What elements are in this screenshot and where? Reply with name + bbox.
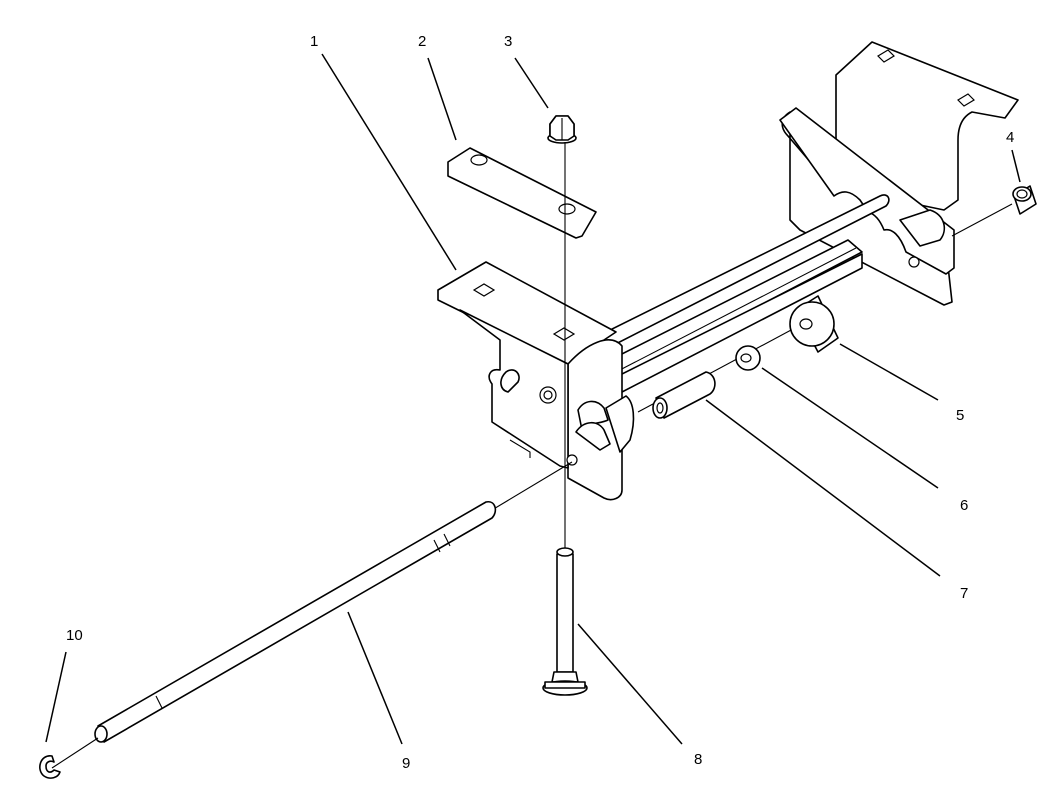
- flat-plate: [447, 147, 597, 239]
- leader-7: [705, 399, 941, 577]
- leader-8: [577, 623, 683, 745]
- spacer-tube: [652, 371, 716, 419]
- cross-shaft: [589, 194, 890, 393]
- long-rod: [51, 461, 573, 769]
- leader-lines: [45, 53, 1021, 745]
- callout-4: 4: [1006, 129, 1014, 146]
- callout-2: 2: [418, 33, 426, 50]
- e-clip: [39, 755, 61, 779]
- callout-5: 5: [956, 407, 964, 424]
- callout-10: 10: [66, 627, 83, 644]
- callout-6: 6: [960, 497, 968, 514]
- leader-1: [321, 53, 457, 271]
- callout-8: 8: [694, 751, 702, 768]
- leader-3: [514, 57, 549, 109]
- washer: [735, 345, 761, 371]
- callout-1: 1: [310, 33, 318, 50]
- leader-5: [839, 343, 939, 401]
- rear-mounting-bracket: [779, 41, 1019, 306]
- callout-3: 3: [504, 33, 512, 50]
- roller: [789, 295, 839, 353]
- bushing-small: [951, 185, 1037, 237]
- leader-10: [45, 651, 67, 743]
- leader-4: [1011, 149, 1021, 183]
- leader-2: [427, 57, 457, 141]
- callout-7: 7: [960, 585, 968, 602]
- callout-9: 9: [402, 755, 410, 772]
- carriage-bolt: [542, 547, 588, 696]
- front-mounting-bracket: [437, 261, 635, 501]
- leader-6: [761, 367, 939, 489]
- flange-nut: [547, 115, 577, 144]
- leader-9: [347, 611, 403, 745]
